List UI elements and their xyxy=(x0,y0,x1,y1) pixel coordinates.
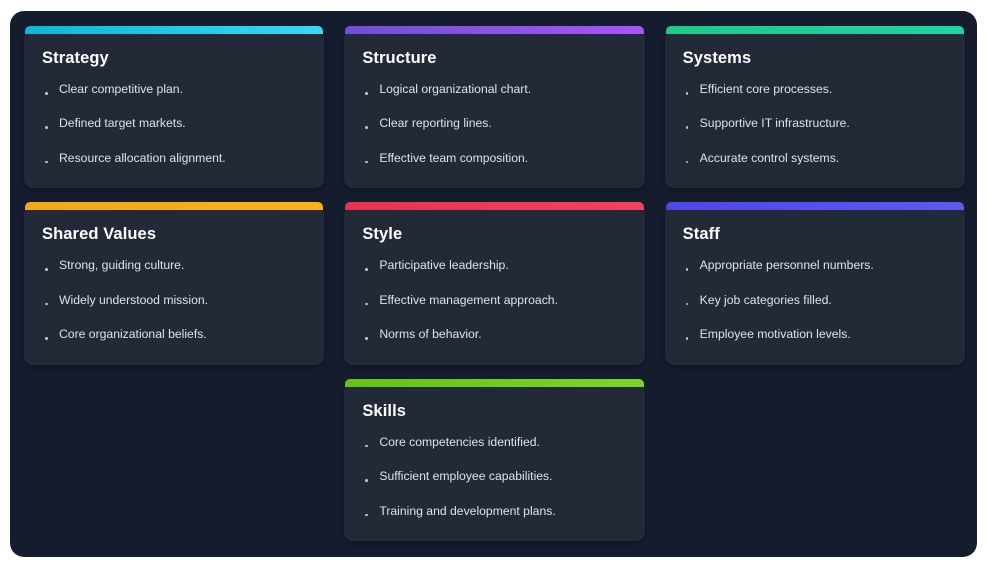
list-item: Appropriate personnel numbers. xyxy=(683,257,947,273)
bullet-dot-icon xyxy=(365,513,368,517)
bullet-dot-icon xyxy=(685,160,689,164)
card-accent-bar-staff xyxy=(665,202,964,211)
card-strategy[interactable]: Strategy Clear competitive plan. Defined… xyxy=(24,26,325,189)
list-item-label: Clear competitive plan. xyxy=(59,82,183,96)
list-item-label: Sufficient employee capabilities. xyxy=(379,469,553,484)
list-item-label: Widely understood mission. xyxy=(59,292,209,307)
bullet-dot-icon xyxy=(45,126,48,129)
card-shared-values[interactable]: Shared Values Strong, guiding culture. W… xyxy=(24,202,325,365)
bullet-dot-icon xyxy=(45,268,48,271)
list-item: Sufficient employee capabilities. xyxy=(362,468,626,484)
list-item: Logical organizational chart. xyxy=(362,81,626,97)
list-item-label: Defined target markets. xyxy=(59,116,186,131)
card-list-skills: Core competencies identified. Sufficient… xyxy=(362,434,626,519)
card-accent-bar-strategy xyxy=(25,26,324,34)
card-skills[interactable]: Skills Core competencies identified. Suf… xyxy=(344,378,645,542)
list-item: Core organizational beliefs. xyxy=(42,326,306,342)
list-item: Clear competitive plan. xyxy=(42,81,306,97)
list-item-label: Training and development plans. xyxy=(379,503,556,518)
framework-panel: Strategy Clear competitive plan. Defined… xyxy=(10,11,977,557)
list-item-label: Logical organizational chart. xyxy=(379,82,532,96)
list-item: Effective team composition. xyxy=(362,150,626,166)
card-list-structure: Logical organizational chart. Clear repo… xyxy=(362,81,626,166)
bullet-dot-icon xyxy=(45,160,48,164)
bullet-dot-icon xyxy=(45,92,48,95)
bullet-dot-icon xyxy=(365,92,368,95)
list-item: Effective management approach. xyxy=(362,292,626,308)
list-item: Clear reporting lines. xyxy=(362,115,626,131)
bullet-dot-icon xyxy=(685,337,689,340)
bullet-dot-icon xyxy=(685,268,689,271)
bullet-dot-icon xyxy=(685,302,689,306)
list-item: Strong, guiding culture. xyxy=(42,257,306,273)
card-staff[interactable]: Staff Appropriate personnel numbers. Key… xyxy=(664,202,965,365)
bullet-dot-icon xyxy=(685,126,689,129)
card-list-style: Participative leadership. Effective mana… xyxy=(362,257,626,342)
list-item: Participative leadership. xyxy=(362,257,626,273)
card-title-skills: Skills xyxy=(362,401,407,420)
card-style[interactable]: Style Participative leadership. Effectiv… xyxy=(344,202,645,365)
list-item: Key job categories filled. xyxy=(683,292,947,308)
list-item-label: Participative leadership. xyxy=(379,258,509,273)
list-item-label: Norms of behavior. xyxy=(379,327,482,342)
list-item-label: Appropriate personnel numbers. xyxy=(699,258,874,273)
list-item: Norms of behavior. xyxy=(362,326,626,342)
list-item-label: Employee motivation levels. xyxy=(699,327,851,342)
list-item-label: Accurate control systems. xyxy=(699,150,840,165)
bullet-dot-icon xyxy=(365,479,368,482)
bullet-dot-icon xyxy=(365,126,368,129)
list-item: Training and development plans. xyxy=(362,503,626,519)
list-item-label: Resource allocation alignment. xyxy=(59,150,226,165)
bullet-dot-icon xyxy=(365,160,368,164)
list-item-label: Clear reporting lines. xyxy=(379,116,492,131)
card-structure[interactable]: Structure Logical organizational chart. … xyxy=(344,26,645,189)
card-title-strategy: Strategy xyxy=(42,49,109,67)
list-item: Widely understood mission. xyxy=(42,292,306,308)
bullet-dot-icon xyxy=(365,444,368,448)
list-item-label: Supportive IT infrastructure. xyxy=(699,116,850,131)
bullet-dot-icon xyxy=(365,337,368,340)
card-title-structure: Structure xyxy=(362,49,437,67)
list-item: Accurate control systems. xyxy=(683,150,947,166)
list-item: Supportive IT infrastructure. xyxy=(683,115,947,131)
bullet-dot-icon xyxy=(685,92,689,95)
list-item: Efficient core processes. xyxy=(683,81,947,97)
cards-grid: Strategy Clear competitive plan. Defined… xyxy=(24,26,965,542)
list-item-label: Core competencies identified. xyxy=(379,434,540,449)
card-accent-bar-style xyxy=(345,202,644,211)
card-accent-bar-skills xyxy=(345,378,644,387)
bullet-dot-icon xyxy=(45,302,48,306)
list-item-label: Core organizational beliefs. xyxy=(59,327,207,342)
card-title-style: Style xyxy=(362,225,403,244)
card-list-systems: Efficient core processes. Supportive IT … xyxy=(683,81,947,166)
card-accent-bar-shared-values xyxy=(25,202,324,211)
list-item-label: Efficient core processes. xyxy=(699,82,833,96)
card-list-strategy: Clear competitive plan. Defined target m… xyxy=(42,81,306,166)
bullet-dot-icon xyxy=(45,337,48,340)
bullet-dot-icon xyxy=(365,302,368,306)
list-item: Resource allocation alignment. xyxy=(42,150,306,166)
bullet-dot-icon xyxy=(365,268,368,271)
card-title-shared-values: Shared Values xyxy=(42,225,157,244)
list-item: Defined target markets. xyxy=(42,115,306,131)
card-accent-bar-structure xyxy=(345,26,644,34)
list-item-label: Key job categories filled. xyxy=(699,292,832,307)
list-item-label: Effective team composition. xyxy=(379,150,529,165)
card-accent-bar-systems xyxy=(665,26,964,34)
list-item-label: Effective management approach. xyxy=(379,292,558,307)
list-item-label: Strong, guiding culture. xyxy=(59,258,185,273)
list-item: Core competencies identified. xyxy=(362,434,626,450)
card-title-systems: Systems xyxy=(682,49,752,67)
card-title-staff: Staff xyxy=(682,225,720,244)
card-list-staff: Appropriate personnel numbers. Key job c… xyxy=(683,257,947,342)
card-systems[interactable]: Systems Efficient core processes. Suppor… xyxy=(664,26,965,189)
list-item: Employee motivation levels. xyxy=(683,326,947,342)
card-list-shared-values: Strong, guiding culture. Widely understo… xyxy=(42,257,306,342)
